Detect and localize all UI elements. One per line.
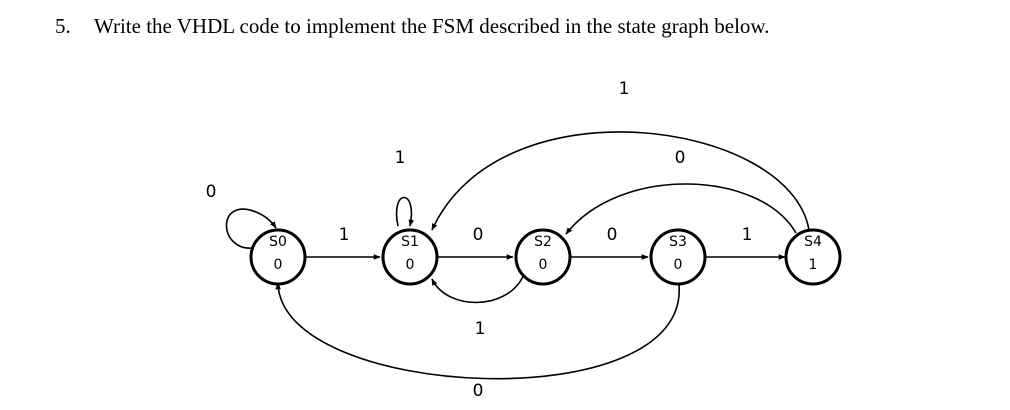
state-s4: S4 1 <box>784 228 842 286</box>
edge-s2-s1 <box>431 273 525 304</box>
label-s4-s2: 0 <box>675 148 686 168</box>
state-s3: S3 0 <box>649 228 707 286</box>
state-s0-name: S0 <box>269 234 287 250</box>
state-s1-name: S1 <box>401 234 419 250</box>
edge-s0-s0 <box>225 208 277 249</box>
state-s1: S1 0 <box>381 228 439 286</box>
edge-s4-s1 <box>431 131 810 231</box>
state-s4-output: 1 <box>809 257 818 273</box>
label-s1-s1: 1 <box>395 148 406 168</box>
state-s1-output: 0 <box>406 257 415 273</box>
edge-s1-s1 <box>395 196 415 227</box>
state-s2-output: 0 <box>539 257 548 273</box>
question-text: 5. Write the VHDL code to implement the F… <box>55 14 769 39</box>
state-s0-output: 0 <box>274 257 283 273</box>
label-s1-s2: 0 <box>473 225 484 245</box>
label-s4-s1: 1 <box>619 79 630 99</box>
state-s0: S0 0 <box>249 228 307 286</box>
question-number: 5. <box>55 14 71 38</box>
state-s3-output: 0 <box>674 257 683 273</box>
state-s3-name: S3 <box>669 234 687 250</box>
label-s0-s1: 1 <box>339 225 350 245</box>
label-s3-s4: 1 <box>742 225 753 245</box>
label-s3-s0: 0 <box>473 381 484 401</box>
state-s2: S2 0 <box>514 228 572 286</box>
question-body: Write the VHDL code to implement the FSM… <box>94 14 770 38</box>
edge-s4-s2 <box>565 183 797 235</box>
edge-s3-s0 <box>275 282 680 380</box>
label-s2-s1: 1 <box>475 319 486 339</box>
state-s2-name: S2 <box>534 234 552 250</box>
state-s4-name: S4 <box>804 234 822 250</box>
label-s0-s0: 0 <box>206 182 217 202</box>
label-s2-s3: 0 <box>607 225 618 245</box>
